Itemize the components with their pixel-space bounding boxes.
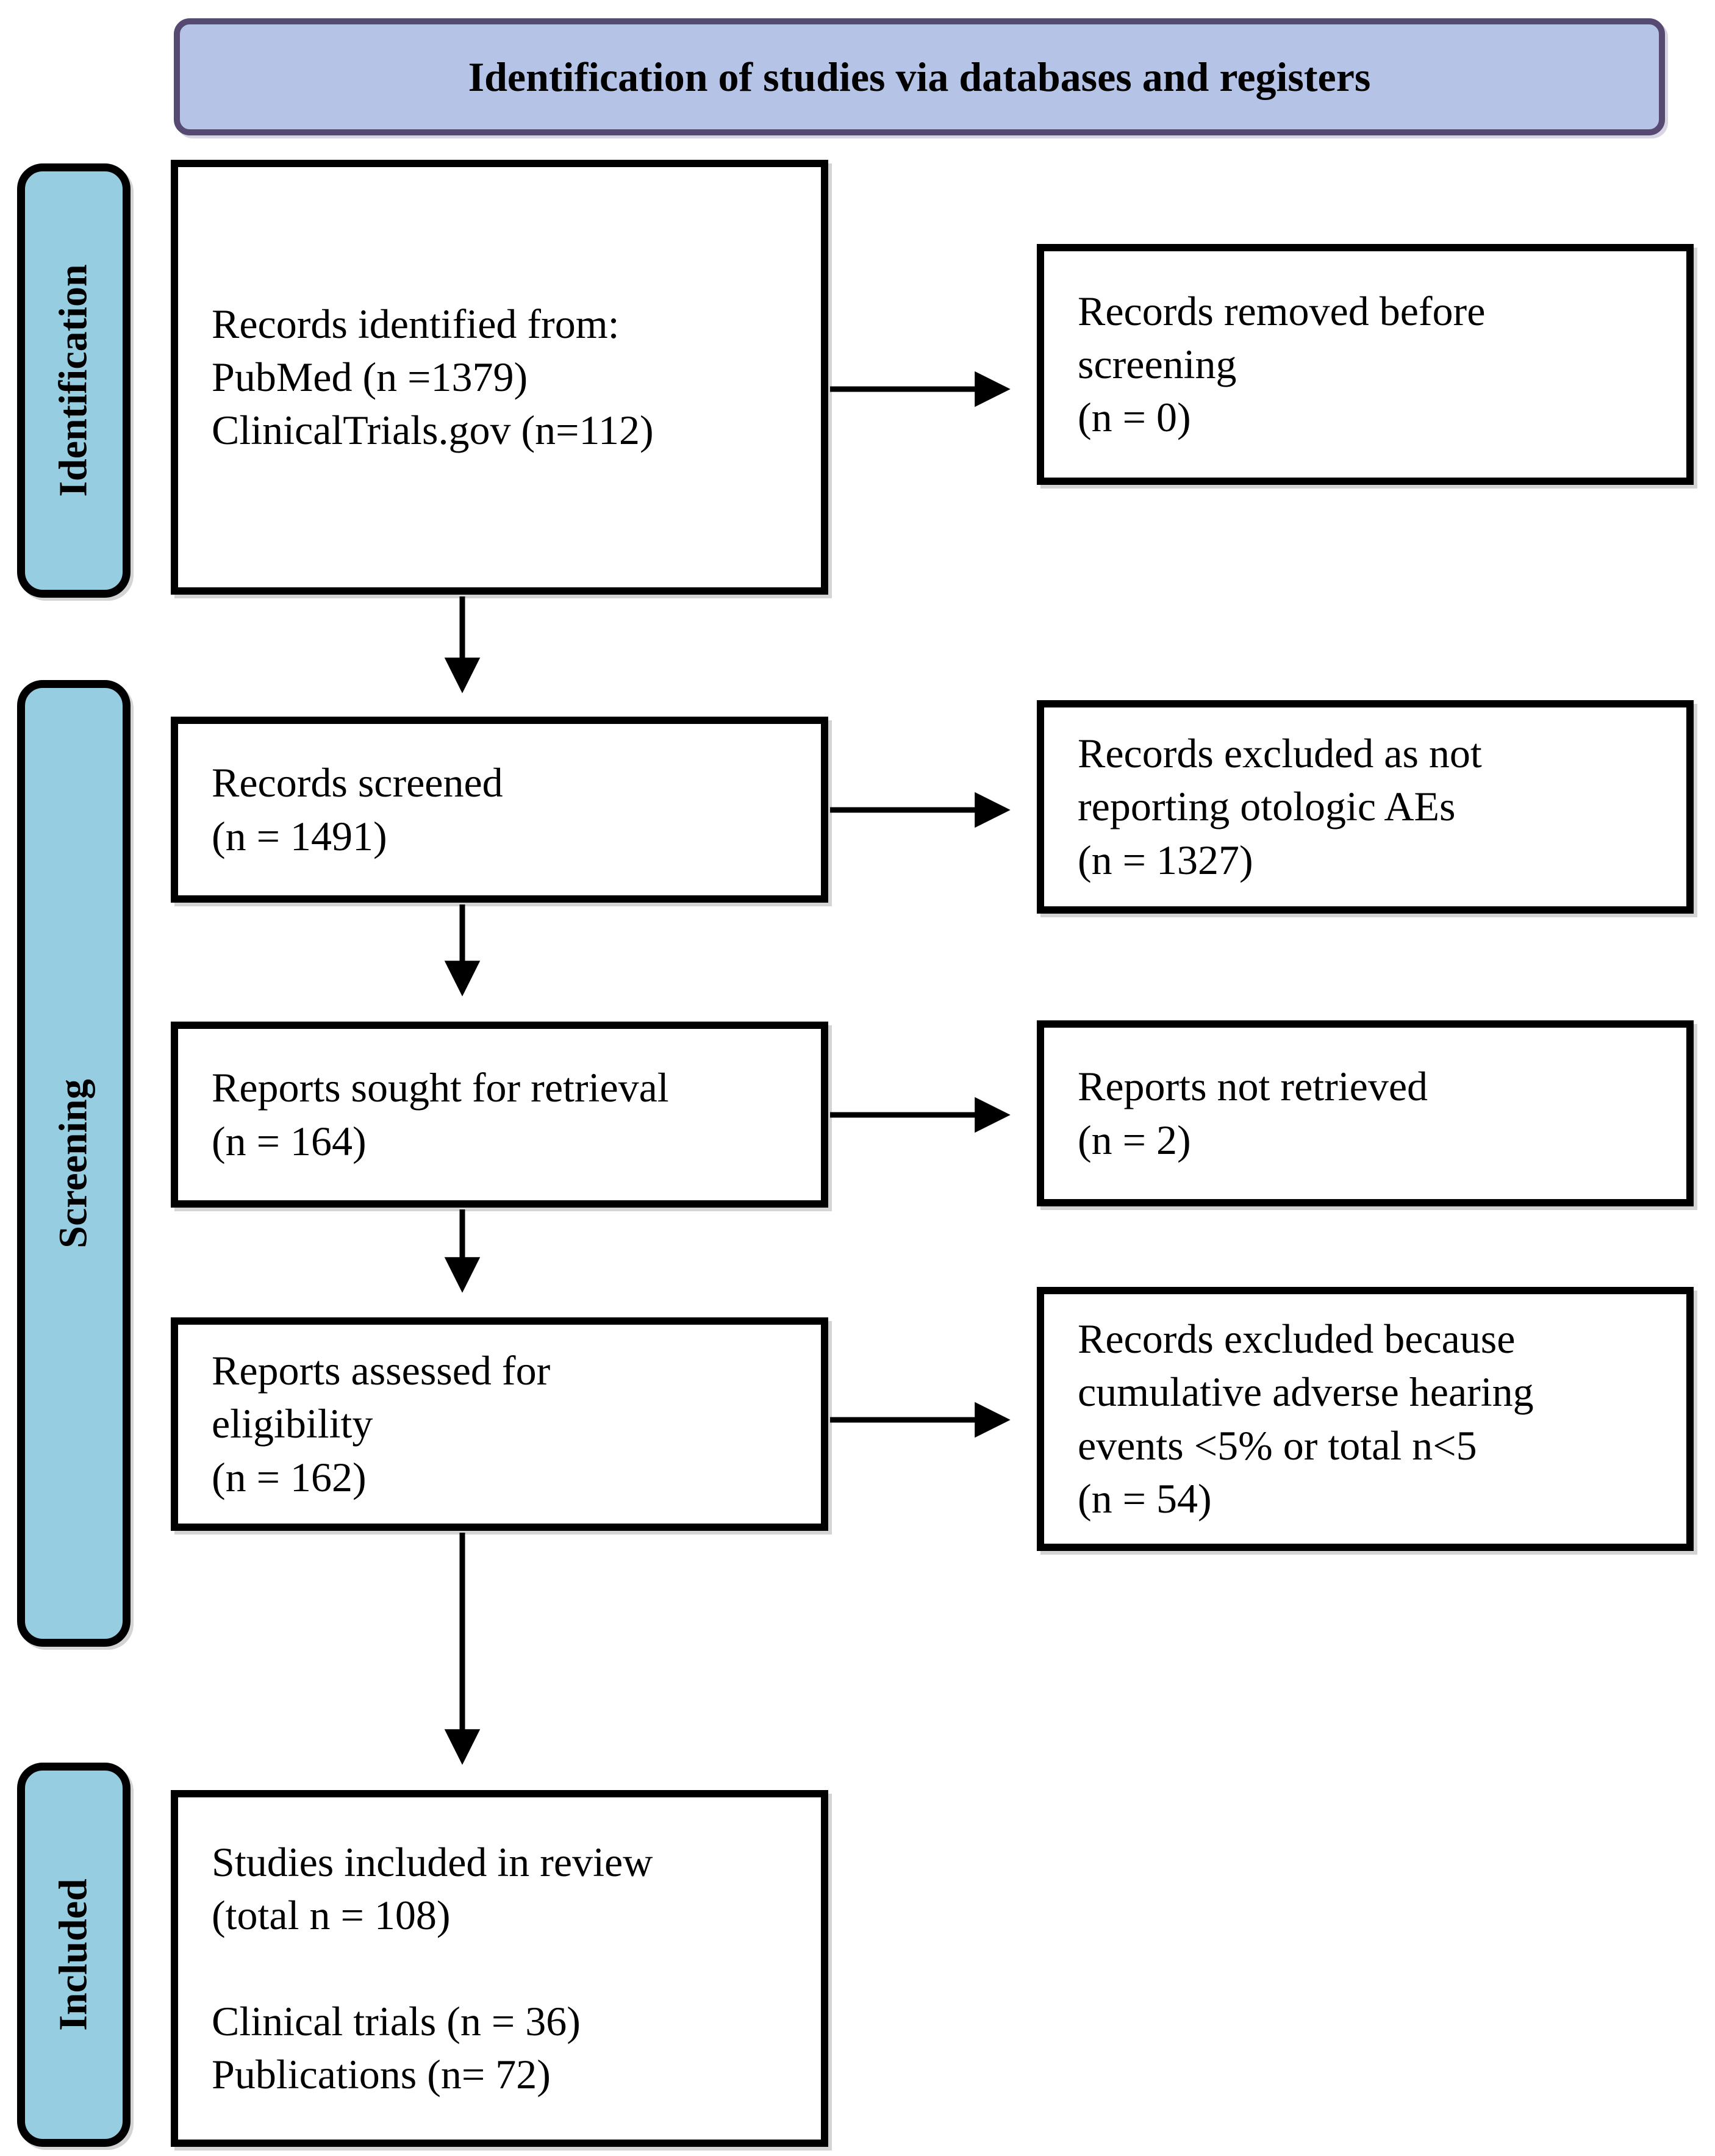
- box-records-excluded: Records excluded as not reporting otolog…: [1037, 700, 1694, 914]
- box-records-identified-text: Records identified from: PubMed (n =1379…: [212, 300, 654, 454]
- stage-label-screening-text: Screening: [51, 1078, 96, 1248]
- box-reports-assessed-text: Reports assessed for eligibility (n = 16…: [212, 1347, 551, 1500]
- box-reports-sought: Reports sought for retrieval (n = 164): [171, 1022, 828, 1208]
- box-reports-not-retrieved-text: Reports not retrieved (n = 2): [1078, 1063, 1428, 1163]
- box-records-excluded-text: Records excluded as not reporting otolog…: [1078, 730, 1482, 883]
- diagram-title: Identification of studies via databases …: [468, 53, 1371, 100]
- stage-label-included-text: Included: [51, 1878, 96, 2031]
- box-records-removed: Records removed before screening (n = 0): [1037, 244, 1694, 485]
- box-records-screened: Records screened (n = 1491): [171, 717, 828, 903]
- box-records-excluded-criteria: Records excluded because cumulative adve…: [1037, 1287, 1694, 1551]
- box-records-screened-text: Records screened (n = 1491): [212, 759, 503, 859]
- box-reports-assessed: Reports assessed for eligibility (n = 16…: [171, 1317, 828, 1531]
- box-records-removed-text: Records removed before screening (n = 0): [1078, 287, 1486, 441]
- stage-label-included: Included: [17, 1763, 131, 2147]
- box-studies-included: Studies included in review (total n = 10…: [171, 1790, 828, 2147]
- stage-label-identification-text: Identification: [51, 264, 96, 497]
- box-studies-included-text: Studies included in review (total n = 10…: [212, 1838, 653, 2098]
- box-records-excluded-criteria-text: Records excluded because cumulative adve…: [1078, 1316, 1534, 1522]
- box-reports-sought-text: Reports sought for retrieval (n = 164): [212, 1064, 669, 1164]
- box-records-identified: Records identified from: PubMed (n =1379…: [171, 160, 828, 595]
- stage-label-screening: Screening: [17, 680, 131, 1647]
- stage-label-identification: Identification: [17, 163, 131, 598]
- box-reports-not-retrieved: Reports not retrieved (n = 2): [1037, 1020, 1694, 1206]
- diagram-title-box: Identification of studies via databases …: [174, 18, 1665, 135]
